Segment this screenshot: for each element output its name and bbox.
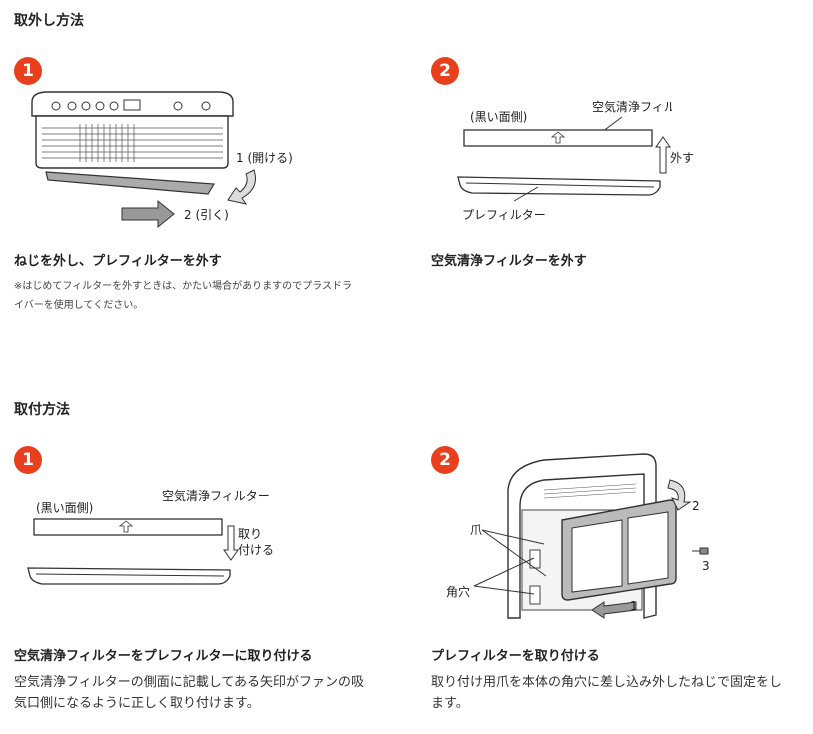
attach-label-1: 取り [238,527,262,541]
remove-arrow [655,136,671,174]
removal-step2-illustration: (黒い面側) 空気清浄フィルター 外す プレフィルター [457,99,672,222]
prefilter-tray [457,176,661,196]
hole-label: 角穴 [446,584,470,599]
remove-label-text: 外す [670,151,695,165]
open-arrow [227,169,256,205]
filter-arrow-mark [118,520,134,533]
step-number-1: 1 [630,599,638,613]
control-button [109,101,119,111]
removal-step1-illustration: 1 (開ける) 2 (引く) [31,91,293,229]
install-step2-heading: プレフィルターを取り付ける [431,649,600,664]
removal-step1-note-line1: ※はじめてフィルターを外すときは、かたい場合がありますのでプラスドラ [14,281,352,292]
control-button [201,101,211,111]
control-button [51,101,61,111]
black-side-label: (黒い面側) [470,110,527,124]
install-step2-desc-line2: ます。 [431,696,469,711]
removal-step1-badge: 1 [14,57,42,85]
unit-body [507,453,657,619]
install-step2-badge: 2 [431,446,459,474]
removal-step2-badge: 2 [431,57,459,85]
install-step1-desc-line1: 空気清浄フィルターの側面に記載してある矢印がファンの吸 [14,675,364,690]
display-window [123,99,141,111]
install-section-title: 取付方法 [14,402,70,418]
black-side-label: (黒い面側) [36,501,93,515]
install-step2-desc-line1: 取り付け用爪を本体の角穴に差し込み外したねじで固定をし [431,675,783,690]
install-step1-desc-line2: 気口側になるように正しく取り付けます。 [14,696,260,711]
control-button [67,101,77,111]
control-button [173,101,183,111]
step-number-3: 3 [702,559,710,573]
grille [42,124,223,162]
push-arrow [591,601,637,619]
install-step1-illustration: (黒い面側) 空気清浄フィルター 取り 付ける [27,488,274,585]
pull-arrow [121,199,175,229]
prefilter-tray [45,171,216,195]
removal-section-title: 取外し方法 [14,13,84,29]
claw-label: 爪 [470,523,482,537]
open-label: 1 (開ける) [236,151,293,165]
filter-label: 空気清浄フィルター [162,488,270,503]
prefilter-label: プレフィルター [462,208,546,222]
control-button [95,101,105,111]
pull-label: 2 (引く) [184,208,229,222]
rotate-arrow [667,479,692,511]
install-step2-illustration: 2 1 3 爪 角穴 [446,453,710,619]
screw [692,547,709,555]
install-step1-heading: 空気清浄フィルターをプレフィルターに取り付ける [14,649,313,664]
removal-step1-heading: ねじを外し、プレフィルターを外す [14,254,222,269]
install-step1-badge: 1 [14,446,42,474]
prefilter-tray [27,567,231,585]
filter-label: 空気清浄フィルター [592,99,672,114]
attach-arrow [223,525,239,561]
removal-step2-heading: 空気清浄フィルターを外す [431,254,587,269]
attach-label-2: 付ける [238,543,274,557]
removal-step1-note-line2: イバーを使用してください。 [14,300,144,311]
control-button [81,101,91,111]
filter-arrow-mark [550,131,566,144]
step-number-2: 2 [692,499,700,513]
